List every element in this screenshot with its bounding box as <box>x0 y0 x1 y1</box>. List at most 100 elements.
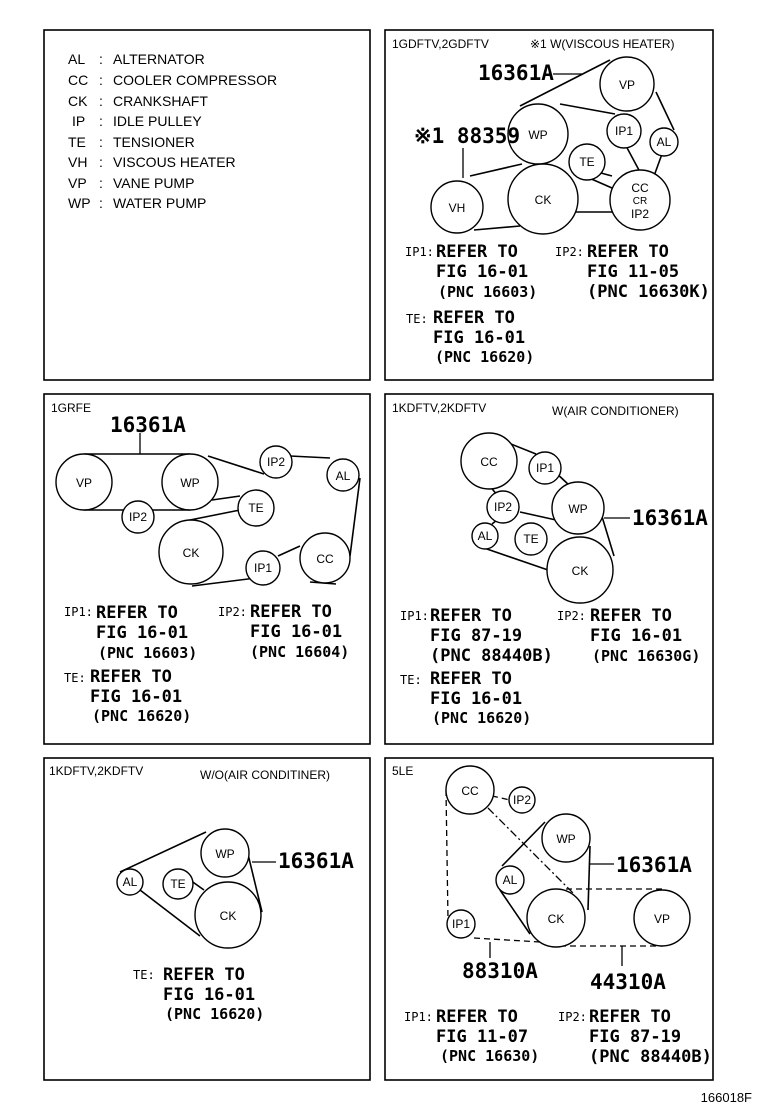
svg-text:IP2:: IP2: <box>557 609 586 623</box>
svg-text:CC: CC <box>480 455 498 469</box>
svg-text:VP: VP <box>654 912 670 926</box>
svg-text:FIG 11-07: FIG 11-07 <box>436 1027 528 1047</box>
panel-1grfe: 1GRFE VP WP IP2 AL IP2 <box>43 393 371 745</box>
reference-ip1: IP1: REFER TO FIG 11-07 (PNC 16630) <box>404 1007 539 1065</box>
legend-frame <box>43 29 371 381</box>
legend-name: TENSIONER <box>113 134 195 150</box>
belt-segment <box>211 495 241 501</box>
reference-ip2: IP2: REFER TO FIG 16-01 (PNC 16630G) <box>557 606 700 665</box>
svg-text:REFER TO: REFER TO <box>590 606 672 626</box>
svg-text:IP2: IP2 <box>513 793 531 807</box>
svg-text:CR: CR <box>633 196 647 207</box>
svg-text:TE:: TE: <box>406 312 428 326</box>
panel-frame <box>384 757 714 1081</box>
legend-name: VISCOUS HEATER <box>113 154 236 170</box>
belt-segment <box>207 455 265 475</box>
legend-sep: : <box>99 113 103 129</box>
svg-text:IP2: IP2 <box>631 207 649 221</box>
svg-text:CC: CC <box>631 181 649 195</box>
pulley-al: AL <box>649 127 679 157</box>
panel-frame <box>384 29 714 381</box>
pulley-ck: CK <box>194 881 262 949</box>
legend-sep: : <box>99 51 103 67</box>
reference-te: TE: REFER TO FIG 16-01 (PNC 16620) <box>400 669 531 727</box>
pulley-vh: VH <box>430 180 484 234</box>
svg-text:CK: CK <box>535 193 552 207</box>
belt-segment <box>559 103 616 115</box>
svg-text:AL: AL <box>336 469 351 483</box>
belt-segment <box>483 547 549 571</box>
legend-code: VH <box>68 154 87 170</box>
svg-text:WP: WP <box>180 476 199 490</box>
belt-segment <box>499 889 531 935</box>
svg-text:(PNC 16603): (PNC 16603) <box>438 283 537 301</box>
legend-name: ALTERNATOR <box>113 51 205 67</box>
svg-text:IP2:: IP2: <box>558 1010 587 1024</box>
svg-text:REFER TO: REFER TO <box>587 242 669 262</box>
pulley-vp: VP <box>599 56 655 112</box>
legend-sep: : <box>99 72 103 88</box>
legend-row: CC : COOLER COMPRESSOR <box>68 72 277 88</box>
pulley-ip1: IP1 <box>446 909 476 939</box>
svg-text:REFER TO: REFER TO <box>163 965 245 985</box>
pulley-ip2: IP2 <box>508 786 536 814</box>
svg-text:TE:: TE: <box>133 968 155 982</box>
engine-label: 1KDFTV,2KDFTV <box>49 764 143 778</box>
svg-text:TE:: TE: <box>400 673 422 687</box>
belt-segment <box>587 845 591 911</box>
svg-text:IP1:: IP1: <box>64 605 93 619</box>
legend-name: IDLE PULLEY <box>113 113 202 129</box>
panel-frame <box>43 757 371 1081</box>
legend-name: VANE PUMP <box>113 175 194 191</box>
legend-sep: : <box>99 134 103 150</box>
pulley-ck: CK <box>546 536 614 604</box>
legend-sep: : <box>99 195 103 211</box>
svg-text:FIG 11-05: FIG 11-05 <box>587 262 679 282</box>
pulley-te: TE <box>237 489 275 527</box>
svg-text:REFER TO: REFER TO <box>433 308 515 328</box>
reference-te: TE: REFER TO FIG 16-01 (PNC 16620) <box>406 308 534 366</box>
svg-text:IP1:: IP1: <box>405 245 434 259</box>
svg-text:(PNC 16620): (PNC 16620) <box>165 1005 264 1023</box>
svg-text:FIG 16-01: FIG 16-01 <box>590 626 682 646</box>
svg-text:AL: AL <box>503 873 518 887</box>
svg-text:FIG 16-01: FIG 16-01 <box>250 622 342 642</box>
legend-row: IP : IDLE PULLEY <box>72 113 202 129</box>
part-number: 16361A <box>632 506 708 530</box>
legend-code: IP <box>72 113 85 129</box>
pulley-te: TE <box>514 522 548 556</box>
svg-text:REFER TO: REFER TO <box>90 667 172 687</box>
legend-code: CK <box>68 93 88 109</box>
panel-frame <box>384 393 714 745</box>
svg-text:REFER TO: REFER TO <box>430 606 512 626</box>
reference-ip1: IP1: REFER TO FIG 16-01 (PNC 16603) <box>64 603 197 662</box>
svg-text:IP2: IP2 <box>494 500 512 514</box>
svg-text:TE: TE <box>523 532 538 546</box>
svg-text:AL: AL <box>123 875 138 889</box>
reference-ip2: IP2: REFER TO FIG 11-05 (PNC 16630K) <box>555 242 710 302</box>
part-number: 16361A <box>616 853 692 877</box>
pulley-ip2: IP2 <box>259 445 293 479</box>
svg-text:IP2: IP2 <box>129 510 147 524</box>
legend-name: CRANKSHAFT <box>113 93 208 109</box>
belt-segment <box>349 477 361 557</box>
pulley-ip1: IP1 <box>606 113 642 149</box>
pulley-wp: WP <box>161 453 219 511</box>
pulley-cc: CC <box>445 765 495 815</box>
svg-text:TE: TE <box>170 877 185 891</box>
pulley-ip1: IP1 <box>528 451 562 485</box>
pulley-wp: WP <box>200 828 250 878</box>
belt-segment <box>519 59 611 107</box>
pulley-ip2-lower: IP2 <box>121 500 155 534</box>
svg-text:WP: WP <box>556 832 575 846</box>
svg-text:IP2:: IP2: <box>218 605 247 619</box>
belt-segment <box>445 789 449 921</box>
reference-te: TE: REFER TO FIG 16-01 (PNC 16620) <box>64 667 191 725</box>
legend-sep: : <box>99 175 103 191</box>
svg-text:CC: CC <box>461 784 479 798</box>
svg-text:TE: TE <box>579 155 594 169</box>
svg-text:IP1:: IP1: <box>404 1010 433 1024</box>
panel-1kdftv-no-ac: 1KDFTV,2KDFTV W/O(AIR CONDITINER) WP AL … <box>43 757 371 1081</box>
svg-text:VH: VH <box>449 201 466 215</box>
svg-text:VP: VP <box>76 476 92 490</box>
